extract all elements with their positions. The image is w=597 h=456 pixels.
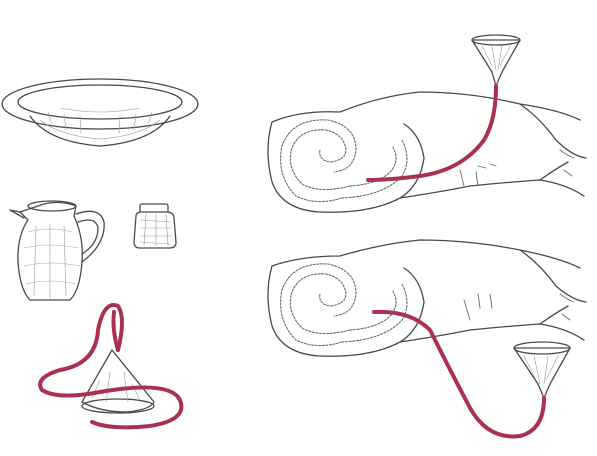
tube-bottom xyxy=(374,312,544,437)
pitcher-icon xyxy=(10,201,104,300)
tube-coil-inner xyxy=(114,312,119,350)
tube-top xyxy=(368,86,496,180)
patient-funnel-lowered xyxy=(268,240,586,436)
basin-icon xyxy=(2,79,198,146)
coiled-tube-with-funnel-icon xyxy=(40,305,181,427)
patient-funnel-raised xyxy=(268,35,586,212)
jar-icon xyxy=(134,204,176,248)
